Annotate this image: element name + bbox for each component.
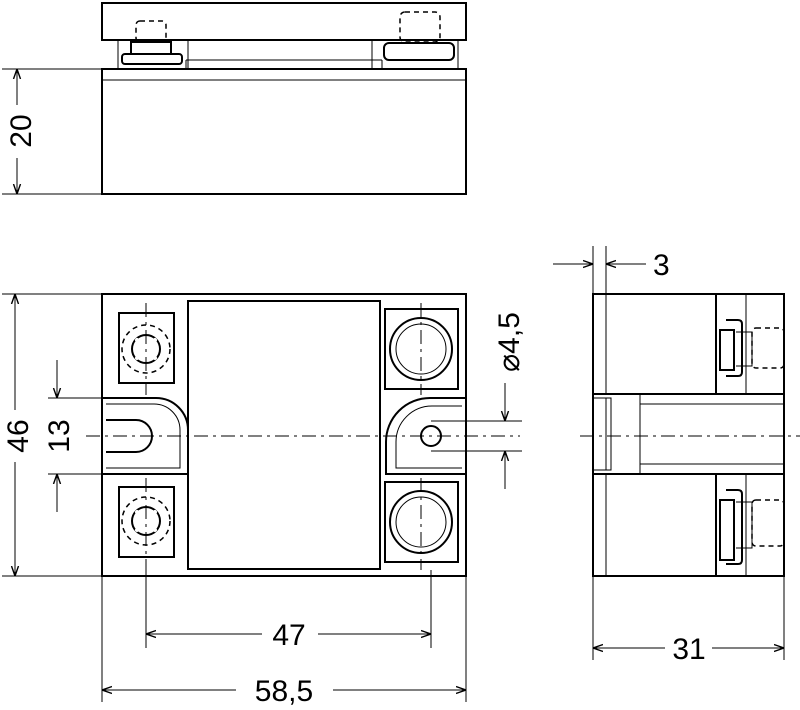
- mounting-hole-right: [385, 397, 466, 475]
- dim-label-3: 3: [653, 249, 670, 282]
- front-view-label-area: [187, 300, 381, 570]
- screw-bottom-right: [384, 481, 459, 563]
- top-view-housing: [101, 68, 467, 195]
- dim-label-47: 47: [272, 619, 305, 652]
- front-view: 46 13 ⌀4,5 47 58,5: [2, 293, 526, 708]
- top-view-terminal-left: [117, 20, 189, 70]
- side-terminal-top: [719, 319, 785, 377]
- dim-label-13: 13: [43, 419, 76, 452]
- top-view-cover: [101, 2, 467, 41]
- side-view-housing: [592, 293, 785, 577]
- front-view-housing: [101, 293, 467, 577]
- side-view: 3 31: [553, 246, 800, 666]
- dim-label-20: 20: [5, 114, 38, 147]
- top-view-terminal-right: [371, 11, 459, 70]
- dim-label-46: 46: [2, 419, 35, 452]
- side-terminal-bottom: [719, 489, 785, 565]
- dim-label-diameter: ⌀4,5: [493, 312, 526, 372]
- dim-label-31: 31: [672, 633, 705, 666]
- dim-label-58-5: 58,5: [255, 675, 313, 708]
- top-view: 20: [2, 2, 467, 195]
